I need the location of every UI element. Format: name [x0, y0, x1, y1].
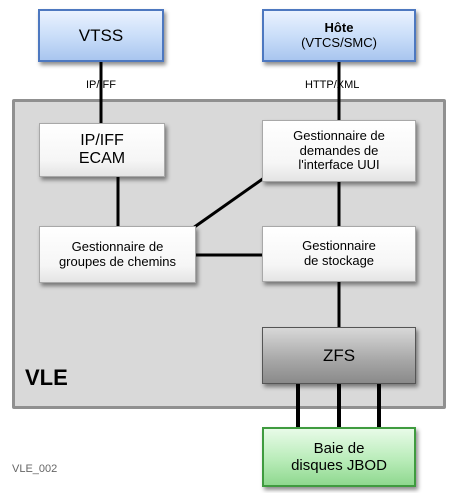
zfs-label: ZFS: [322, 345, 356, 365]
uui-line2: demandes de: [299, 142, 379, 158]
line-uui-pathgroup: [192, 176, 265, 230]
path-group-manager-node: Gestionnaire de groupes de chemins: [39, 226, 196, 283]
host-title: Hôte: [324, 19, 354, 35]
jbod-line1: Baie de: [313, 439, 365, 457]
vtss-node: VTSS: [38, 9, 164, 62]
ecam-line2: ECAM: [78, 150, 126, 167]
ecam-node: IP/IFF ECAM: [39, 123, 165, 177]
jbod-node: Baie de disques JBOD: [262, 427, 416, 487]
uui-line1: Gestionnaire de: [293, 127, 385, 143]
zfs-node: ZFS: [262, 327, 416, 384]
storage-line2: de stockage: [303, 253, 375, 268]
uui-request-manager-node: Gestionnaire de demandes de l'interface …: [262, 120, 416, 182]
jbod-line2: disques JBOD: [291, 457, 387, 474]
path-group-line2: groupes de chemins: [58, 253, 177, 269]
label-vtss-link: IP/IFF: [86, 79, 116, 91]
label-host-link: HTTP/XML: [305, 79, 360, 91]
ecam-line1: IP/IFF: [80, 131, 124, 149]
host-subtitle: (VTCS/SMC): [301, 34, 377, 50]
uui-line3: l'interface UUI: [298, 157, 380, 173]
figure-id: VLE_002: [12, 463, 58, 475]
storage-line1: Gestionnaire: [302, 238, 376, 254]
vtss-label: VTSS: [78, 25, 124, 45]
path-group-line1: Gestionnaire de: [71, 238, 164, 254]
vle-label: VLE: [25, 365, 68, 390]
host-node: Hôte (VTCS/SMC): [262, 9, 416, 62]
storage-manager-node: Gestionnaire de stockage: [262, 226, 416, 282]
